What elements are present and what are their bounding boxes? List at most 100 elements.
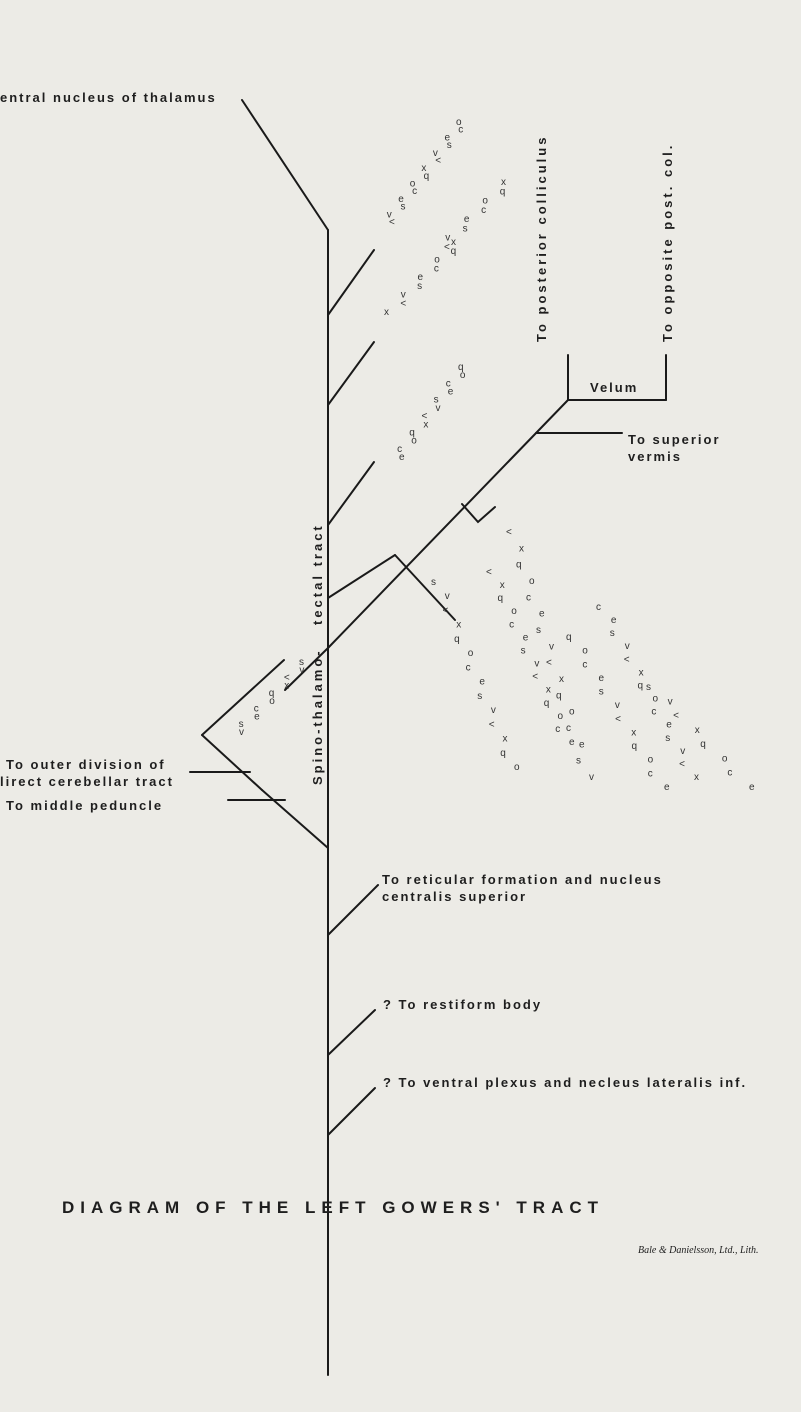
fiber-symbol: s [447, 140, 452, 151]
fiber-symbol: < [679, 759, 685, 770]
label-outer-division-1: To outer division of [6, 757, 166, 772]
fiber-symbol: o [434, 255, 440, 266]
outer-division-branch-lower [201, 734, 263, 791]
fiber-symbol: x [284, 680, 289, 691]
fiber-symbol: s [434, 395, 439, 406]
fiber-symbol: e [254, 711, 260, 722]
fiber-symbol: < [489, 719, 495, 730]
fiber-symbol: x [559, 674, 564, 685]
fiber-symbol: x [451, 237, 456, 248]
fiber-symbol: c [434, 263, 439, 274]
fiber-symbol: q [269, 688, 275, 699]
fiber-symbol: o [569, 707, 575, 718]
fiber-symbol: x [423, 419, 428, 430]
fiber-symbol: c [397, 444, 402, 455]
cerebellar-branch [327, 399, 569, 649]
fiber-symbol: q [451, 246, 457, 257]
fiber-symbol: c [566, 723, 571, 734]
fiber-symbol: c [412, 186, 417, 197]
fiber-symbol: < [546, 658, 552, 669]
fiber-symbol: e [599, 673, 605, 684]
fiber-symbol: o [514, 762, 520, 773]
fiber-symbol: s [431, 577, 436, 588]
fiber-symbol: s [417, 281, 422, 292]
fiber-symbol: o [558, 711, 564, 722]
fiber-symbol: v [668, 696, 673, 707]
fiber-symbol: o [410, 179, 416, 190]
fiber-symbol: o [460, 370, 466, 381]
label-ventral-plexus: ? To ventral plexus and necleus laterali… [383, 1075, 748, 1090]
branch-1 [327, 249, 375, 316]
fiber-symbol: x [501, 177, 506, 188]
label-velum: Velum [590, 380, 639, 395]
fiber-symbols: ocesv<xqocesv<xqocesv<xqocesv<xqocesv<xq… [239, 117, 755, 793]
fiber-symbol: e [569, 737, 575, 748]
fiber-symbol: e [666, 720, 672, 731]
fiber-symbol: o [529, 576, 535, 587]
fiber-symbol: v [433, 148, 438, 159]
outer-division-branch [284, 647, 329, 691]
fiber-symbol: c [458, 125, 463, 136]
fiber-symbol: c [446, 378, 451, 389]
fiber-symbol: < [422, 411, 428, 422]
fiber-symbol: v [436, 403, 441, 414]
fiber-symbol: e [611, 615, 617, 626]
fiber-symbol: < [506, 527, 512, 538]
fiber-symbol: q [632, 741, 638, 752]
fiber-symbol: e [664, 782, 670, 793]
fiber-symbol: x [695, 725, 700, 736]
fiber-symbol: c [555, 724, 560, 735]
fiber-symbol: o [511, 606, 517, 617]
fiber-symbol: < [486, 567, 492, 578]
fiber-symbol: < [443, 606, 449, 617]
middle-peduncle-branch [261, 789, 329, 849]
fiber-symbol: v [491, 705, 496, 716]
fiber-symbol: c [596, 602, 601, 613]
fiber-symbol: s [521, 646, 526, 657]
fiber-symbol: q [500, 186, 506, 197]
fiber-symbol: < [389, 217, 395, 228]
fiber-symbol: o [468, 648, 474, 659]
fiber-symbol: c [509, 619, 514, 630]
fiber-symbol: e [464, 214, 470, 225]
fiber-symbol: e [445, 132, 451, 143]
fiber-symbol: x [503, 734, 508, 745]
fiber-symbol: x [421, 163, 426, 174]
fiber-symbol: c [254, 704, 259, 715]
fiber-symbol: s [477, 691, 482, 702]
fiber-symbol: s [401, 202, 406, 213]
fiber-symbol: e [399, 452, 405, 463]
label-reticular-1: To reticular formation and nucleus [382, 872, 663, 887]
fiber-symbol: s [463, 223, 468, 234]
fiber-symbol: o [722, 753, 728, 764]
main-trunk-upper [241, 99, 329, 231]
fiber-symbol: q [566, 632, 572, 643]
fiber-symbol: s [610, 628, 615, 639]
fiber-symbol: x [519, 543, 524, 554]
fiber-symbol: s [599, 687, 604, 698]
fiber-symbol: < [284, 673, 290, 684]
fiber-symbol: q [516, 560, 522, 571]
fiber-symbol: c [651, 707, 656, 718]
fiber-symbol: s [576, 756, 581, 767]
fiber-symbol: e [539, 609, 545, 620]
fiber-symbol: v [549, 641, 554, 652]
label-spino-thalamo: Spino-thalamo- [310, 648, 325, 785]
reticular-branch [327, 554, 396, 599]
branch-3 [327, 461, 375, 526]
branch-2 [327, 341, 375, 406]
fiber-symbol: v [401, 290, 406, 301]
label-thalamus: entral nucleus of thalamus [0, 90, 217, 105]
fiber-symbol: e [749, 782, 755, 793]
label-outer-division-2: lirect cerebellar tract [0, 774, 174, 789]
lithographer-credit: Bale & Danielsson, Ltd., Lith. [638, 1245, 759, 1256]
fiber-symbol: o [269, 696, 275, 707]
fiber-symbol: v [387, 209, 392, 220]
fiber-symbol: q [544, 698, 550, 709]
reticular-fork-down [394, 554, 456, 621]
label-superior-vermis-2: vermis [628, 449, 682, 464]
fiber-symbol: c [466, 662, 471, 673]
fiber-symbol: x [639, 667, 644, 678]
fiber-symbol: x [546, 685, 551, 696]
